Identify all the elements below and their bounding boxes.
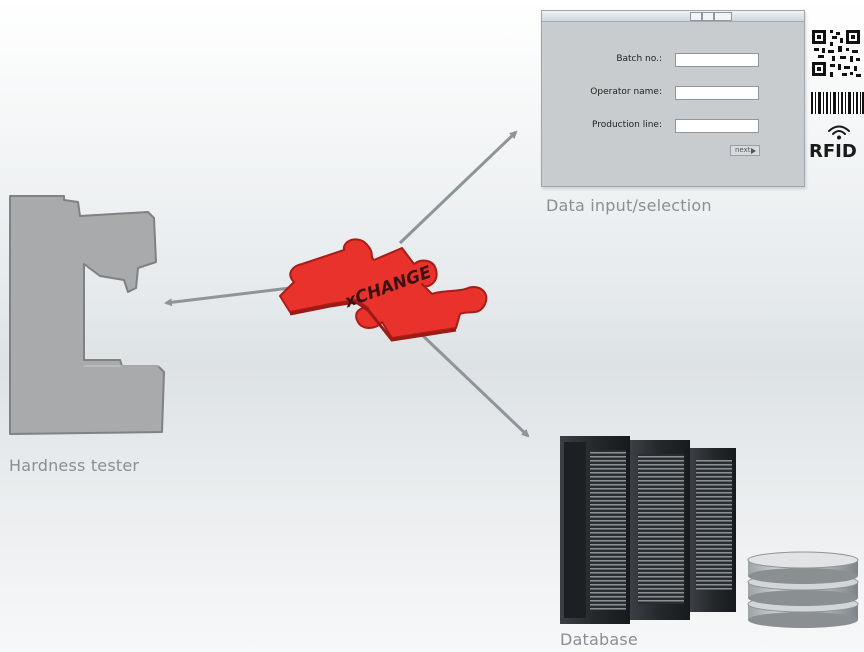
wifi-icon: [828, 125, 850, 140]
hardness-tester-caption: Hardness tester: [9, 456, 140, 475]
data-input-caption: Data input/selection: [546, 196, 712, 215]
window-titlebar: [542, 11, 804, 22]
data-input-form-window: Batch no.: Operator name: Production lin…: [541, 10, 805, 187]
batch-no-field[interactable]: [675, 53, 759, 67]
database-disk-icon: [747, 551, 859, 628]
close-button[interactable]: [714, 12, 732, 21]
operator-name-field[interactable]: [675, 86, 759, 100]
puzzle-piece-icon: xCHANGE: [279, 238, 488, 342]
arrow-to-hardness-tester: [164, 286, 291, 307]
next-arrow-icon: [751, 148, 756, 154]
production-line-field[interactable]: [675, 119, 759, 133]
database-caption: Database: [560, 630, 638, 649]
next-button[interactable]: next: [730, 145, 760, 156]
rfid-label: RFID: [809, 141, 857, 162]
maximize-button[interactable]: [702, 12, 714, 21]
barcode-icon: [810, 92, 864, 114]
arrow-to-database: [418, 331, 530, 438]
production-line-label: Production line:: [591, 120, 662, 130]
hardness-tester-icon: [9, 195, 165, 435]
batch-no-label: Batch no.:: [616, 54, 662, 64]
operator-name-label: Operator name:: [590, 87, 662, 97]
minimize-button[interactable]: [690, 12, 702, 21]
next-button-label: next: [735, 146, 751, 154]
arrow-to-data-input: [398, 130, 518, 245]
server-rack-icon: [560, 436, 736, 624]
qr-code-icon: [810, 28, 864, 80]
